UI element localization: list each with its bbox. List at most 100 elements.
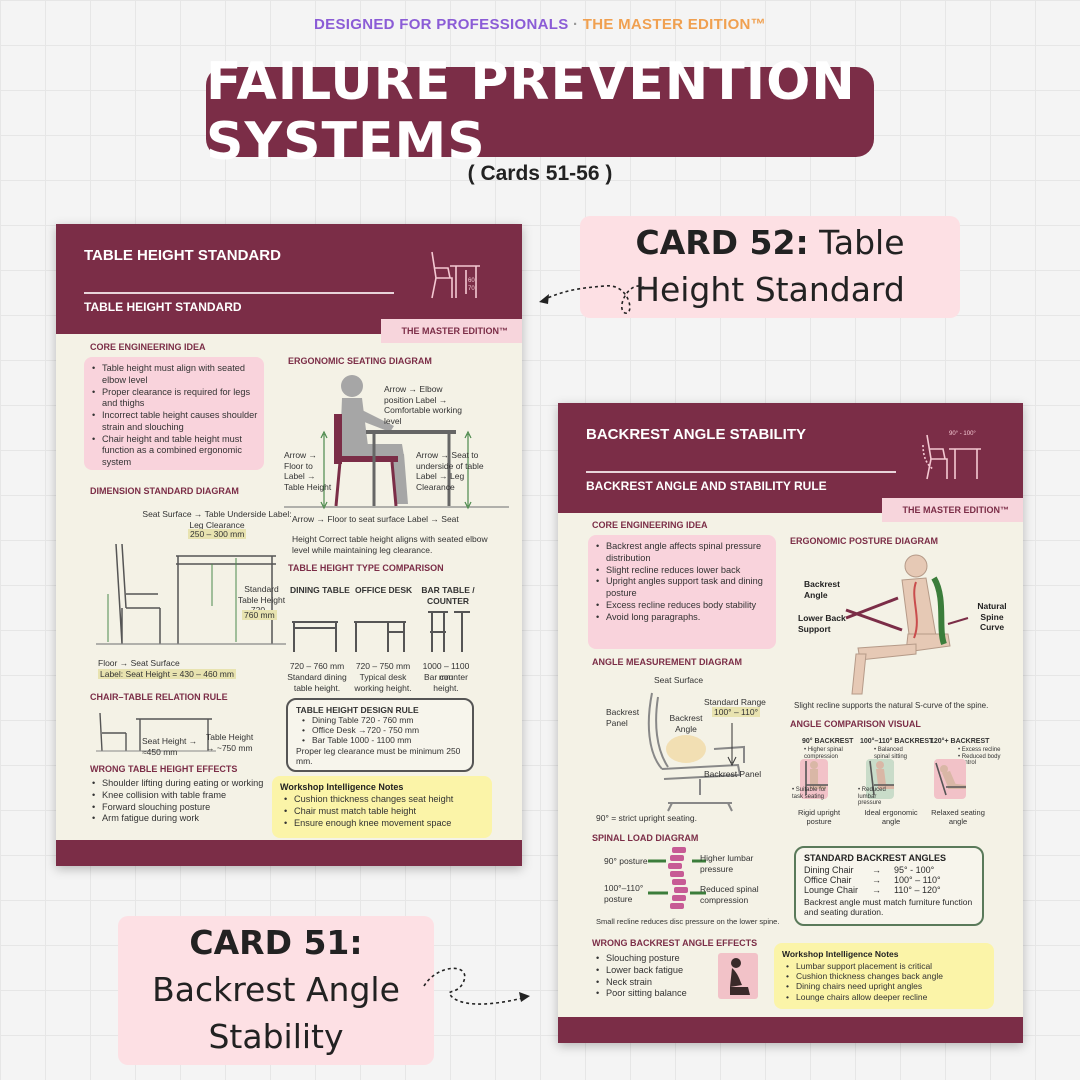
seating-caption-1: Arrow → Floor to seat surface Label → Se… <box>292 514 459 524</box>
comparison-heading: ANGLE COMPARISON VISUAL <box>790 719 921 729</box>
card52-callout-text: Table Height Standard <box>635 223 905 309</box>
comparison-note-b: • Suitable for task seating <box>792 787 827 800</box>
dim-bottom-label: Floor → Seat Surface <box>98 658 180 668</box>
slouching-figure-icon <box>718 953 758 999</box>
icon-label-top: 60 <box>468 278 475 284</box>
seating-heading: ERGONOMIC SEATING DIAGRAM <box>288 356 432 366</box>
spine-diagram <box>648 847 706 909</box>
comparison-heading: TABLE HEIGHT TYPE COMPARISON <box>288 563 444 573</box>
angle-seat-surface: Seat Surface <box>654 675 704 685</box>
list-item: Lower back fatigue <box>596 965 716 977</box>
list-item: Poor sitting balance <box>596 988 716 1000</box>
angle-backrest-panel: Backrest Panel <box>606 707 640 728</box>
design-rule-box: TABLE HEIGHT DESIGN RULE Dining Table 72… <box>286 698 474 772</box>
seating-caption-2: Height Correct table height aligns with … <box>292 534 488 555</box>
list-item: Chair must match table height <box>284 806 484 818</box>
comparison-name: BAR TABLE / COUNTER <box>421 585 475 606</box>
list-item: Avoid long paragraphs. <box>596 612 770 624</box>
posture-lower-back: Lower Back Support <box>798 613 846 634</box>
card-footer <box>56 840 522 866</box>
comparison-name: OFFICE DESK <box>355 585 413 595</box>
icon-label: 90° - 100° <box>949 431 976 437</box>
list-item: Lounge chairs allow deeper recline <box>786 992 986 1002</box>
core-list: Backrest angle affects spinal pressure d… <box>596 541 770 623</box>
curly-arrow-icon-2 <box>423 967 530 1005</box>
wrong-heading: WRONG BACKREST ANGLE EFFECTS <box>592 938 758 948</box>
comparison-note-b: • Reduced lumbar pressure <box>858 787 886 807</box>
standard-name: Dining Chair <box>804 865 854 875</box>
posture-heading: ERGONOMIC POSTURE DIAGRAM <box>790 536 939 546</box>
notes-list: Cushion thickness changes seat height Ch… <box>284 794 484 829</box>
comparison-note-a: • Higher spinal compression <box>804 747 843 760</box>
relation-diagram <box>96 712 216 752</box>
posture-diagram <box>845 554 969 695</box>
core-heading: CORE ENGINEERING IDEA <box>90 342 206 352</box>
comparison-range: 720 – 750 mm <box>355 661 411 671</box>
list-item: Bar Table 1000 - 1100 mm <box>302 735 464 745</box>
standard-arrow: → <box>872 885 881 895</box>
tagline-right: THE MASTER EDITION™ <box>582 16 766 33</box>
standard-note: Backrest angle must match furniture func… <box>804 897 973 917</box>
comparison-desc: Relaxed seating angle <box>931 808 985 827</box>
list-item: Arm fatigue during work <box>92 813 272 825</box>
angle-standard-value: 100° – 110° <box>712 707 760 717</box>
spinal-100: 100°–110° posture <box>604 883 644 904</box>
list-item: Excess recline reduces body stability <box>596 600 770 612</box>
card-header: TABLE HEIGHT STANDARD TABLE HEIGHT STAND… <box>56 224 522 334</box>
page-title: FAILURE PREVENTION SYSTEMS <box>206 52 874 172</box>
list-item: Forward slouching posture <box>92 802 272 814</box>
card52-callout-label: CARD 52: <box>635 223 809 262</box>
list-item: Knee collision with table frame <box>92 790 272 802</box>
list-item: Chair height and table height must funct… <box>92 434 258 469</box>
comparison-desc: Standard dining table height. <box>287 672 347 693</box>
list-item: Cushion thickness changes seat height <box>284 794 484 806</box>
card52-callout: CARD 52: Table Height Standard <box>580 216 960 318</box>
wrong-heading: WRONG TABLE HEIGHT EFFECTS <box>90 764 238 774</box>
design-rule-note: Proper leg clearance must be minimum 250… <box>296 745 461 766</box>
card-header: BACKREST ANGLE STABILITY BACKREST ANGLE … <box>558 403 1023 513</box>
standard-name: Lounge Chair <box>804 885 859 895</box>
standard-value: 100° – 110° <box>894 875 941 885</box>
dim-bottom-value: Label: Seat Height = 430 – 460 mm <box>98 669 236 679</box>
comparison-note-a: • Excess recline • Reduced body control <box>958 747 1001 767</box>
core-list: Table height must align with seated elbo… <box>92 363 258 469</box>
angle-standard: Standard Range <box>704 697 766 707</box>
dim-top-value: 250 – 300 mm <box>188 529 247 539</box>
design-rule-heading: TABLE HEIGHT DESIGN RULE <box>296 705 419 715</box>
list-item: Dining chairs need upright angles <box>786 981 986 991</box>
header-divider <box>84 292 394 294</box>
comparison-range: 1000 – 1100 mm <box>422 661 470 682</box>
list-item: Neck strain <box>596 977 716 989</box>
table-types-diagram <box>292 611 470 652</box>
comparison-desc: Rigid upright posture <box>797 808 841 827</box>
backrest-chair-icon: 90° - 100° <box>922 431 981 480</box>
seating-label-elbow: Arrow → Elbow position Label → Comfortab… <box>384 384 462 426</box>
relation-table: Table Height → ~750 mm <box>206 732 254 753</box>
angle-caption: 90° = strict upright seating. <box>596 813 697 823</box>
list-item: Backrest angle affects spinal pressure d… <box>596 541 770 565</box>
icon-label-bottom: 70 <box>468 286 475 292</box>
card51-callout: CARD 51: Backrest Angle Stability <box>118 916 434 1065</box>
notes-heading: Workshop Intelligence Notes <box>280 782 404 792</box>
standard-arrow: → <box>872 865 881 875</box>
core-box: Table height must align with seated elbo… <box>84 357 264 470</box>
standard-value: 95° - 100° <box>894 865 935 875</box>
header-divider <box>586 471 896 473</box>
spinal-90: 90° posture <box>604 856 648 866</box>
card-backrest-angle: BACKREST ANGLE STABILITY BACKREST ANGLE … <box>558 403 1023 1043</box>
list-item: Incorrect table height causes shoulder s… <box>92 410 258 434</box>
comparison-name: 120°+ BACKREST <box>930 738 990 745</box>
comparison-name: 90° BACKREST <box>802 738 854 745</box>
list-item: Office Desk →720 - 750 mm <box>302 725 464 735</box>
list-item: Upright angles support task and dining p… <box>596 576 770 600</box>
list-item: Ensure enough knee movement space <box>284 818 484 830</box>
standard-angles-box: STANDARD BACKREST ANGLES Dining Chair → … <box>794 846 984 926</box>
standard-arrow: → <box>872 875 881 885</box>
standard-row: Lounge Chair → 110° – 120° <box>804 885 974 895</box>
wrong-list: Shoulder lifting during eating or workin… <box>92 778 272 825</box>
card-title: BACKREST ANGLE STABILITY <box>586 426 806 443</box>
standard-value: 110° – 120° <box>894 885 941 895</box>
standard-heading: STANDARD BACKREST ANGLES <box>804 853 947 863</box>
comparison-desc: Bar counter height. <box>424 672 468 693</box>
spinal-reduced: Reduced spinal compression <box>700 884 759 905</box>
